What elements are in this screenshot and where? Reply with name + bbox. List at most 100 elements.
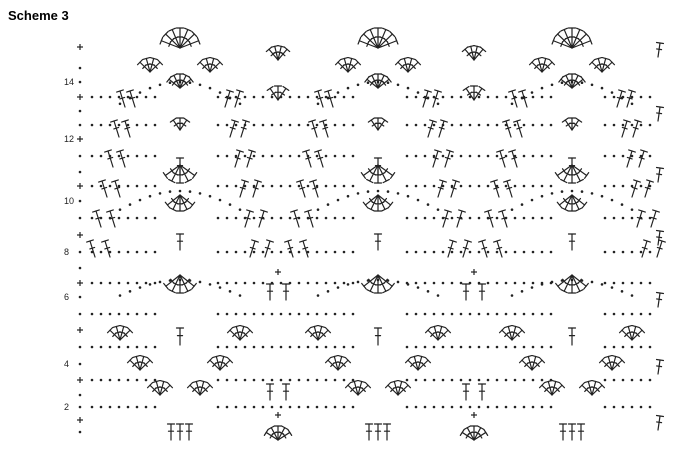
double-crochet bbox=[551, 382, 566, 396]
chain-stitch bbox=[90, 378, 94, 382]
double-crochet bbox=[169, 194, 181, 212]
chain-stitch bbox=[414, 216, 418, 220]
chain-stitch bbox=[138, 91, 142, 94]
chain-stitch bbox=[351, 154, 355, 158]
chain-stitch bbox=[306, 123, 310, 127]
chain-stitch bbox=[78, 154, 82, 158]
chain-stitch bbox=[630, 216, 634, 220]
double-crochet bbox=[152, 379, 161, 396]
chain-stitch bbox=[148, 86, 152, 90]
chain-stitch bbox=[234, 184, 238, 188]
chain-stitch bbox=[324, 378, 328, 382]
chain-stitch bbox=[477, 95, 481, 99]
chain-stitch bbox=[135, 250, 139, 254]
chain-stitch bbox=[279, 345, 283, 349]
double-crochet bbox=[219, 357, 234, 371]
double-crochet bbox=[367, 117, 379, 131]
chain-stitch bbox=[315, 123, 319, 127]
chain-stitch bbox=[216, 405, 220, 409]
double-crochet bbox=[169, 117, 181, 131]
chain-stitch bbox=[216, 312, 220, 316]
chain-stitch bbox=[78, 109, 82, 113]
chain-stitch bbox=[108, 312, 112, 316]
chain-stitch bbox=[504, 405, 508, 409]
chain-stitch bbox=[108, 184, 112, 188]
chain-stitch bbox=[459, 123, 463, 127]
chain-stitch bbox=[117, 95, 121, 99]
chain-stitch bbox=[450, 154, 454, 158]
chain-stitch bbox=[178, 80, 182, 84]
double-crochet bbox=[252, 179, 262, 198]
chain-stitch bbox=[531, 378, 535, 382]
chain-stitch bbox=[324, 123, 328, 127]
double-crochet bbox=[511, 327, 526, 341]
chain-stitch bbox=[366, 190, 370, 193]
chain-stitch bbox=[90, 95, 94, 99]
double-crochet bbox=[330, 354, 339, 371]
chain-stitch bbox=[405, 95, 409, 99]
chain-stitch bbox=[603, 345, 607, 349]
row-number: 4 bbox=[64, 359, 69, 369]
chain-stitch bbox=[531, 405, 535, 409]
chain-stitch bbox=[648, 123, 652, 127]
double-crochet bbox=[444, 149, 454, 168]
double-crochet bbox=[493, 239, 503, 258]
chain-stitch bbox=[540, 86, 544, 90]
chain-stitch bbox=[252, 281, 256, 285]
chain-stitch bbox=[560, 279, 564, 282]
double-crochet bbox=[377, 164, 396, 179]
double-crochet bbox=[317, 327, 332, 341]
chain-stitch bbox=[234, 250, 238, 254]
chain-stitch bbox=[315, 216, 319, 220]
chain-stitch bbox=[270, 312, 274, 316]
chain-stitch bbox=[270, 345, 274, 349]
chain-stitch bbox=[234, 405, 238, 409]
double-crochet bbox=[513, 119, 523, 138]
double-crochet bbox=[357, 382, 372, 396]
chain-stitch bbox=[531, 184, 535, 188]
double-crochet bbox=[373, 157, 383, 176]
chain-stitch bbox=[540, 345, 544, 349]
chain-stitch bbox=[612, 281, 616, 285]
chain-stitch bbox=[639, 95, 643, 99]
double-crochet bbox=[132, 354, 141, 371]
chain-stitch bbox=[603, 378, 607, 382]
row-number: 8 bbox=[64, 247, 69, 257]
chain-stitch bbox=[228, 290, 232, 293]
chain-stitch bbox=[234, 123, 238, 127]
chain-stitch bbox=[423, 216, 427, 220]
chain-stitch bbox=[243, 250, 247, 254]
chain-stitch bbox=[386, 279, 390, 282]
double-crochet bbox=[164, 194, 181, 209]
chain-stitch bbox=[78, 430, 82, 434]
chain-stitch bbox=[252, 216, 256, 220]
chain-stitch bbox=[639, 281, 643, 285]
chain-stitch bbox=[648, 216, 652, 220]
double-crochet bbox=[655, 291, 665, 308]
double-crochet bbox=[508, 149, 518, 168]
chain-stitch bbox=[153, 405, 157, 409]
double-crochet bbox=[373, 423, 383, 441]
chain-stitch bbox=[252, 405, 256, 409]
row-number: 2 bbox=[64, 402, 69, 412]
double-crochet bbox=[631, 327, 646, 341]
chain-stitch bbox=[504, 154, 508, 158]
double-crochet bbox=[373, 327, 383, 346]
chain-stitch bbox=[333, 216, 337, 220]
chain-stitch bbox=[315, 184, 319, 188]
chain-stitch bbox=[351, 184, 355, 188]
chain-stitch bbox=[117, 123, 121, 127]
chain-stitch bbox=[510, 294, 514, 297]
chain-stitch bbox=[342, 345, 346, 349]
chain-stitch bbox=[549, 95, 553, 99]
chain-stitch bbox=[477, 405, 481, 409]
chain-stitch bbox=[436, 102, 440, 106]
chain-stitch bbox=[603, 312, 607, 316]
chain-stitch bbox=[426, 290, 430, 293]
chain-stitch bbox=[78, 80, 82, 84]
chain-stitch bbox=[135, 312, 139, 316]
chain-stitch bbox=[135, 95, 139, 99]
double-crochet bbox=[567, 157, 577, 176]
chain-stitch bbox=[297, 405, 301, 409]
